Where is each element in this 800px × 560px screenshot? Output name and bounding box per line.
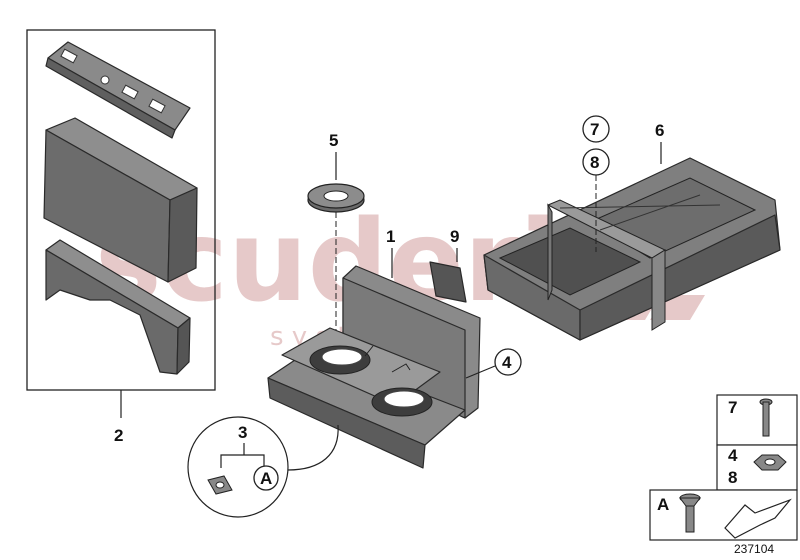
part-5-clip: 5 — [307, 131, 365, 350]
part-7-8-callouts: 7 8 — [582, 115, 610, 252]
callout-4: 4 — [502, 353, 512, 372]
callout-7: 7 — [590, 120, 599, 139]
part-3-detail: 3 A — [187, 416, 339, 518]
bracket-icon — [207, 475, 233, 495]
part-1-cupholder: 1 — [267, 227, 481, 469]
part-6-console: 6 — [483, 121, 781, 341]
reference-number: 237104 — [734, 542, 774, 556]
nut-icon — [753, 454, 787, 471]
legend-row3-label: A — [657, 495, 669, 514]
callout-1: 1 — [386, 227, 395, 246]
part-2-group: 2 — [26, 29, 216, 445]
storage-cover — [43, 117, 198, 283]
part-9-pad: 9 — [429, 227, 467, 303]
legend-row2a-label: 4 — [728, 446, 738, 465]
callout-9: 9 — [450, 227, 459, 246]
callout-A-detail: A — [260, 469, 272, 488]
legend-row1-label: 7 — [728, 398, 737, 417]
trim-panel — [45, 239, 191, 375]
callout-8: 8 — [590, 153, 599, 172]
screw-icon — [759, 398, 773, 437]
arrow-icon — [724, 498, 792, 539]
countersunk-screw-icon — [679, 493, 701, 533]
part-4-callout: 4 — [465, 348, 522, 379]
fastener-legend: 7 4 8 A — [649, 394, 798, 541]
callout-2: 2 — [114, 426, 123, 445]
callout-5: 5 — [329, 131, 338, 150]
switch-panel — [45, 41, 191, 139]
callout-3: 3 — [238, 423, 247, 442]
callout-6: 6 — [655, 121, 664, 140]
legend-row2b-label: 8 — [728, 468, 737, 487]
